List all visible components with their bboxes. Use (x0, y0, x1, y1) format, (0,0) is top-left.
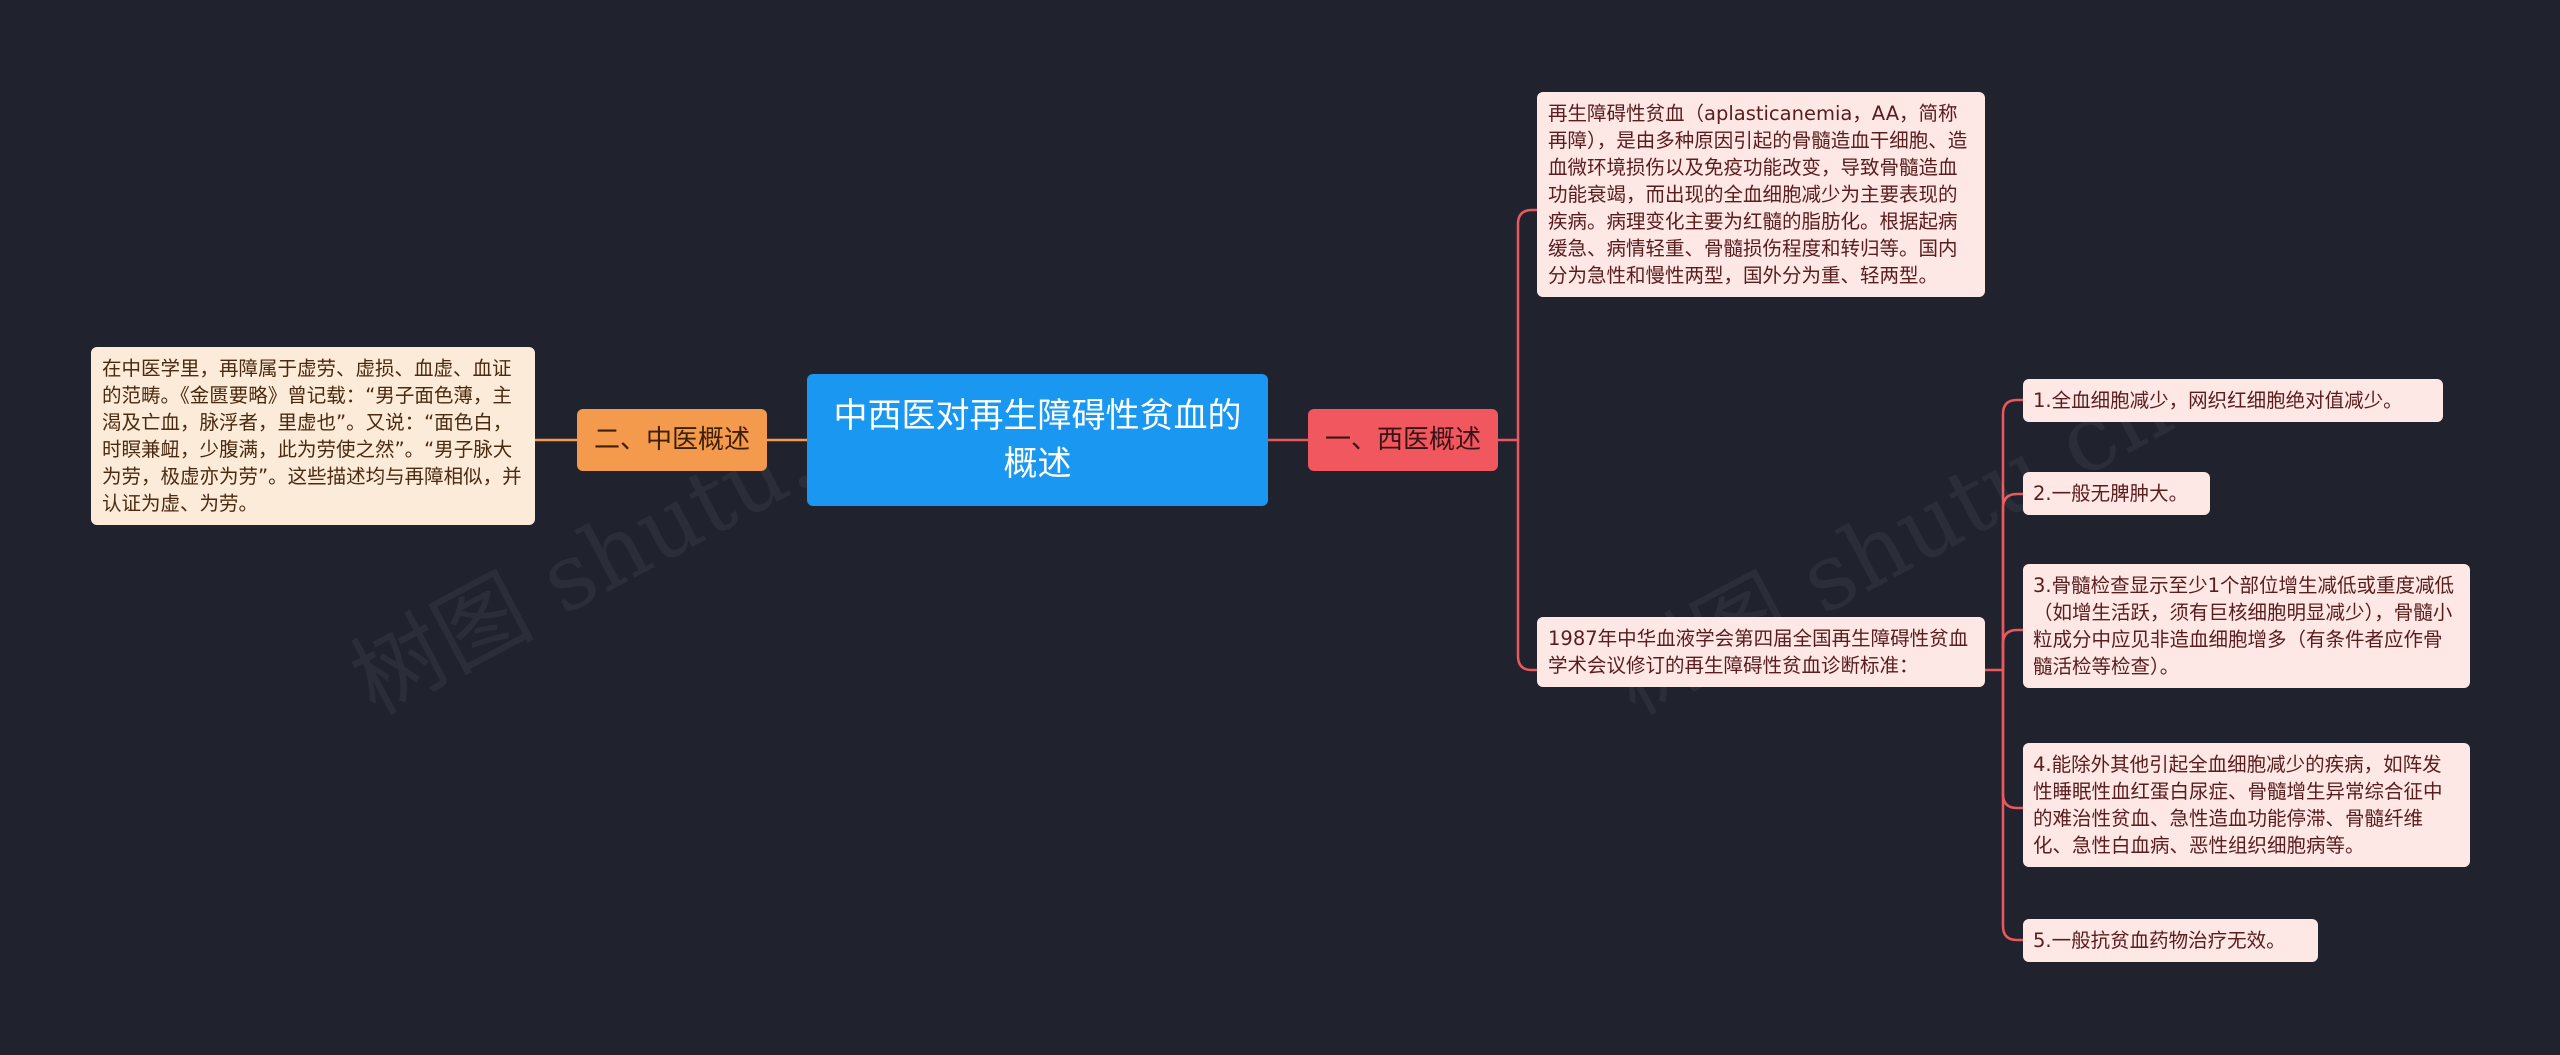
branch-tcm[interactable]: 二、中医概述 (577, 409, 767, 471)
criteria-item-text: 3.骨髓检查显示至少1个部位增生减低或重度减低（如增生活跃，须有巨核细胞明显减少… (2033, 574, 2455, 678)
criteria-item[interactable]: 5.一般抗贫血药物治疗无效。 (2023, 919, 2318, 962)
connector-sub-2 (2001, 492, 2025, 672)
branch-west-label: 一、西医概述 (1324, 425, 1481, 455)
connector-west-criteria (1516, 438, 1539, 672)
criteria-item[interactable]: 4.能除外其他引起全血细胞减少的疾病，如阵发性睡眠性血红蛋白尿症、骨髓增生异常综… (2023, 743, 2470, 867)
connector-sub-1 (2001, 398, 2025, 672)
root-topic[interactable]: 中西医对再生障碍性贫血的概述 (807, 374, 1268, 506)
connector-sub-4 (2001, 668, 2025, 810)
criteria-item-text: 1.全血细胞减少，网织红细胞绝对值减少。 (2033, 389, 2403, 412)
diagnostic-criteria-label: 1987年中华血液学会第四届全国再生障碍性贫血学术会议修订的再生障碍性贫血诊断标… (1548, 627, 1969, 677)
connector-sub-3 (2001, 628, 2025, 672)
root-topic-title: 中西医对再生障碍性贫血的概述 (833, 396, 1242, 484)
criteria-item[interactable]: 2.一般无脾肿大。 (2023, 472, 2210, 515)
criteria-item[interactable]: 1.全血细胞减少，网织红细胞绝对值减少。 (2023, 379, 2443, 422)
west-definition-text: 再生障碍性贫血（aplasticanemia，AA，简称再障），是由多种原因引起… (1548, 102, 1968, 287)
branch-west-medicine[interactable]: 一、西医概述 (1308, 409, 1498, 471)
tcm-description-node[interactable]: 在中医学里，再障属于虚劳、虚损、血虚、血证的范畴。《金匮要略》曾记载：“男子面色… (91, 347, 535, 525)
branch-tcm-label: 二、中医概述 (593, 425, 750, 455)
west-definition-node[interactable]: 再生障碍性贫血（aplasticanemia，AA，简称再障），是由多种原因引起… (1537, 92, 1985, 297)
criteria-item-text: 2.一般无脾肿大。 (2033, 482, 2189, 505)
criteria-item-text: 4.能除外其他引起全血细胞减少的疾病，如阵发性睡眠性血红蛋白尿症、骨髓增生异常综… (2033, 753, 2443, 857)
diagnostic-criteria-node[interactable]: 1987年中华血液学会第四届全国再生障碍性贫血学术会议修订的再生障碍性贫血诊断标… (1537, 617, 1985, 687)
criteria-item-text: 5.一般抗贫血药物治疗无效。 (2033, 929, 2286, 952)
criteria-item[interactable]: 3.骨髓检查显示至少1个部位增生减低或重度减低（如增生活跃，须有巨核细胞明显减少… (2023, 564, 2470, 688)
tcm-description-text: 在中医学里，再障属于虚劳、虚损、血虚、血证的范畴。《金匮要略》曾记载：“男子面色… (102, 357, 522, 515)
connector-west-definition (1516, 208, 1539, 442)
connector-sub-5 (2001, 668, 2025, 942)
